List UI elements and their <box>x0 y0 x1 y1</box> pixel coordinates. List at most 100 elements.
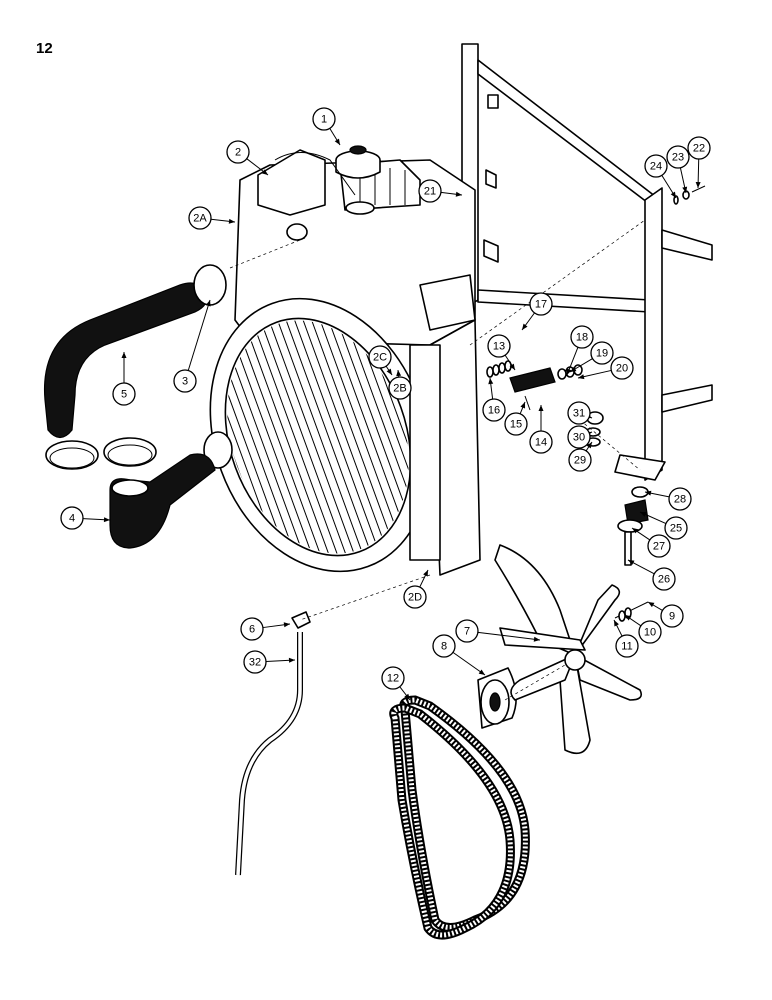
callout-label: 29 <box>574 455 586 467</box>
callout-arrowhead <box>522 323 528 330</box>
callout-26: 26 <box>627 559 676 591</box>
callout-circle <box>455 619 479 643</box>
callout-arrowhead <box>640 512 647 517</box>
upper-hose <box>43 282 207 439</box>
callout-2b: 2B <box>388 369 412 400</box>
callout-1: 1 <box>312 107 341 146</box>
callout-circle <box>226 140 250 164</box>
callout-2a: 2A <box>188 206 236 230</box>
mounting-frame <box>461 43 713 481</box>
callout-circle <box>188 206 212 230</box>
callout-3: 3 <box>173 299 211 393</box>
callout-arrowhead <box>538 405 544 411</box>
callout-label: 19 <box>596 348 608 360</box>
callout-arrowhead <box>103 517 110 523</box>
callout-label: 6 <box>249 624 255 636</box>
callout-circle <box>240 617 264 641</box>
callout-label: 2D <box>408 592 422 604</box>
callout-label: 22 <box>693 143 705 155</box>
callout-circle <box>482 398 506 422</box>
callout-circle <box>567 425 591 449</box>
callout-17: 17 <box>521 292 553 331</box>
callout-circle <box>403 585 427 609</box>
callout-label: 7 <box>464 626 470 638</box>
drain-tube <box>235 632 303 876</box>
callout-circle <box>432 634 456 658</box>
callout-arrowhead <box>334 138 340 145</box>
callout-label: 25 <box>670 523 682 535</box>
callout-8: 8 <box>432 634 486 676</box>
callout-label: 32 <box>249 657 261 669</box>
callout-circle <box>243 650 267 674</box>
callout-31: 31 <box>567 401 593 425</box>
callout-circle <box>418 179 442 203</box>
callout-arrowhead <box>695 181 701 188</box>
callout-arrowhead <box>261 169 268 175</box>
alignment-lines <box>229 219 646 701</box>
callout-circle <box>112 382 136 406</box>
callout-label: 4 <box>69 513 75 525</box>
callout-arrowhead <box>533 636 540 642</box>
callout-label: 27 <box>653 541 665 553</box>
callout-arrowhead <box>614 620 619 627</box>
fan-belts <box>389 695 530 940</box>
callout-13: 13 <box>487 334 516 371</box>
callout-circle <box>666 145 690 169</box>
callout-10: 10 <box>624 614 662 644</box>
callout-32: 32 <box>243 650 296 674</box>
callout-4: 4 <box>60 506 111 530</box>
callout-label: 16 <box>488 405 500 417</box>
callout-arrowhead <box>423 570 428 577</box>
callout-5: 5 <box>112 352 136 406</box>
callout-14: 14 <box>529 405 553 454</box>
callout-arrowhead <box>566 368 572 375</box>
callout-label: 17 <box>535 299 547 311</box>
callout-label: 12 <box>387 673 399 685</box>
callout-label: 26 <box>658 574 670 586</box>
callout-arrowhead <box>509 363 515 370</box>
callout-label: 1 <box>321 114 327 126</box>
callout-leader-line <box>477 631 541 641</box>
fan-spacer <box>477 667 517 729</box>
callout-arrowhead <box>586 442 592 449</box>
callout-arrowhead <box>404 693 410 700</box>
callout-label: 28 <box>674 494 686 506</box>
page-number: 12 <box>36 40 53 57</box>
callout-circle <box>568 448 592 472</box>
callout-label: 3 <box>182 376 188 388</box>
callout-circle <box>647 534 671 558</box>
callout-16: 16 <box>482 377 506 422</box>
frame-bolt-hardware <box>673 185 706 205</box>
callout-circle <box>368 345 392 369</box>
callout-label: 2B <box>393 383 406 395</box>
callout-label: 11 <box>621 641 632 653</box>
callout-15: 15 <box>504 401 528 436</box>
callout-arrowhead <box>570 366 577 372</box>
isolator-mount <box>585 411 649 566</box>
callout-circle <box>687 136 711 160</box>
callout-circle <box>60 506 84 530</box>
callout-label: 8 <box>441 641 447 653</box>
callout-leader-line <box>452 651 486 676</box>
hose-clamps <box>45 264 233 470</box>
callout-2: 2 <box>226 140 269 176</box>
callout-label: 24 <box>650 161 662 173</box>
callout-27: 27 <box>631 527 671 558</box>
callout-circle <box>388 376 412 400</box>
callout-circle <box>529 430 553 454</box>
callout-19: 19 <box>569 341 614 373</box>
callout-arrowhead <box>205 300 211 307</box>
callout-circle <box>487 334 511 358</box>
callout-arrowhead <box>670 191 676 198</box>
callout-arrowhead <box>283 622 290 628</box>
callout-arrowhead <box>288 657 295 663</box>
callout-21: 21 <box>418 179 463 203</box>
callout-label: 2A <box>193 213 207 225</box>
callout-9: 9 <box>647 601 684 628</box>
callout-label: 15 <box>510 419 522 431</box>
callout-12: 12 <box>381 666 411 701</box>
callout-arrowhead <box>478 669 485 675</box>
callout-arrowhead <box>628 560 635 566</box>
